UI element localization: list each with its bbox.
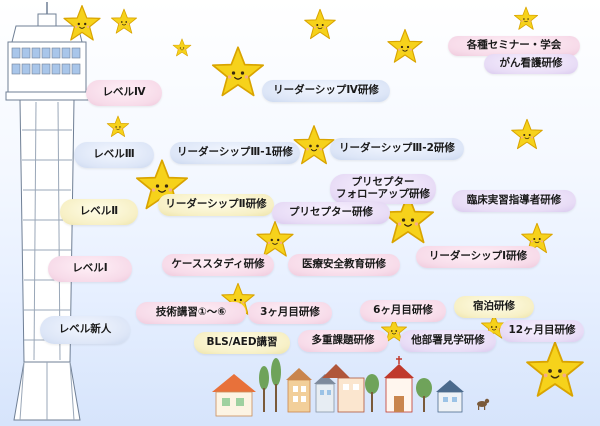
month-12-cloud: 12ヶ月目研修	[500, 320, 584, 342]
month-6-cloud: 6ヶ月目研修	[360, 300, 446, 322]
bls-aed-cloud: BLS/AED講習	[194, 332, 290, 354]
leadership-4-cloud: リーダーシップⅣ研修	[262, 80, 390, 102]
leadership-3-1-cloud: リーダーシップⅢ-1研修	[170, 142, 300, 164]
tower-illustration	[5, 2, 89, 421]
preceptor-followup-line1: プリセプター	[351, 176, 415, 189]
case-study-cloud: ケーススタディ研修	[162, 254, 274, 276]
leadership-2-cloud: リーダーシップⅡ研修	[158, 194, 274, 216]
skills-lecture-cloud: 技術講習①～⑥	[136, 302, 246, 324]
level-3-label: レベルⅢ	[74, 142, 154, 168]
level-new-label: レベル新人	[40, 316, 130, 344]
seminar-cloud: 各種セミナー・学会	[448, 36, 580, 56]
level-4-label: レベルⅣ	[86, 80, 162, 106]
cancer-nursing-cloud: がん看護研修	[484, 54, 578, 74]
level-2-label: レベルⅡ	[60, 199, 138, 225]
preceptor-followup-line2: フォローアップ研修	[335, 188, 431, 200]
preceptor-cloud: プリセプター研修	[272, 202, 390, 224]
month-3-cloud: 3ヶ月目研修	[248, 302, 332, 324]
clinical-instructor-cloud: 臨床実習指導者研修	[452, 190, 576, 212]
multitask-cloud: 多重課題研修	[298, 330, 388, 352]
leadership-3-2-cloud: リーダーシップⅢ-2研修	[330, 138, 464, 160]
leadership-1-cloud: リーダーシップⅠ研修	[416, 246, 540, 268]
preceptor-followup-cloud: プリセプター フォローアップ研修	[330, 174, 436, 204]
town-illustration	[212, 356, 490, 417]
overnight-cloud: 宿泊研修	[454, 296, 534, 318]
medical-safety-cloud: 医療安全教育研修	[288, 254, 400, 276]
level-1-label: レベルⅠ	[48, 256, 132, 282]
dept-tour-cloud: 他部署見学研修	[400, 330, 496, 352]
